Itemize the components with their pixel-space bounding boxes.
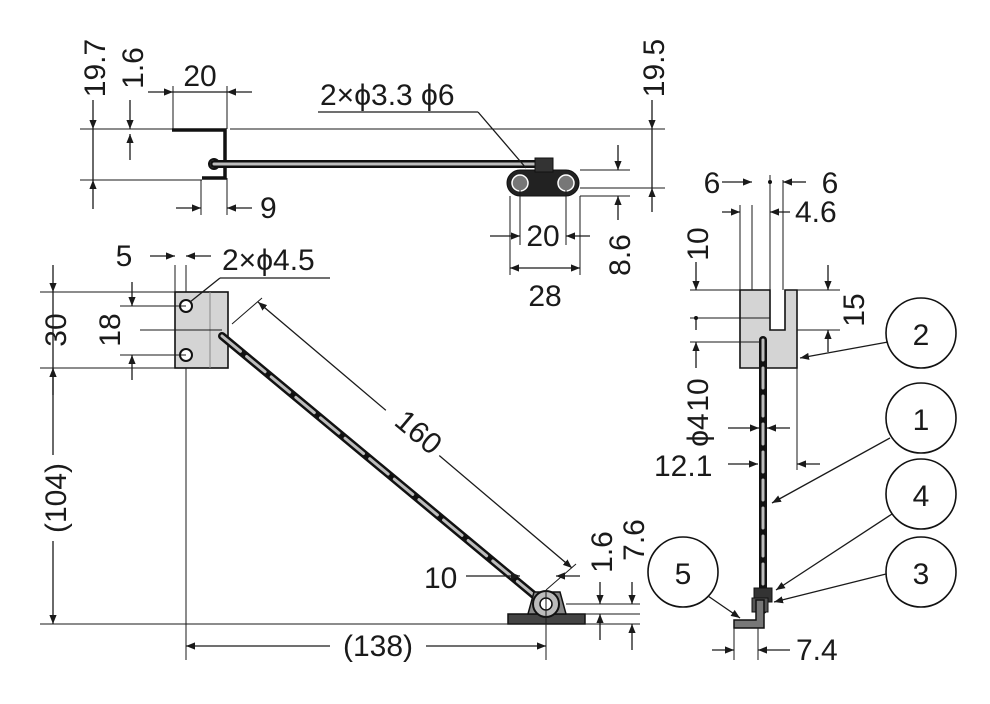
balloon-4-label: 4 <box>913 480 930 513</box>
balloon-5-label: 5 <box>675 558 692 591</box>
end-upper-bracket <box>739 289 798 369</box>
end-base-foot <box>733 599 765 629</box>
dim-6-right: 6 <box>822 167 839 200</box>
balloon-3 <box>885 536 957 608</box>
dim-28: 28 <box>528 280 561 313</box>
dim-5: 5 <box>116 240 133 273</box>
dim-19-7: 19.7 <box>79 39 112 97</box>
dim-4-6: 4.6 <box>795 196 837 229</box>
dim-20-top: 20 <box>183 60 216 93</box>
balloon-2-label: 2 <box>913 319 930 352</box>
dim-10-side: 10 <box>424 562 457 595</box>
balloon-2 <box>885 297 957 369</box>
label-holes-4-5: 2×ϕ4.5 <box>222 244 315 277</box>
side-view: 5 2×ϕ4.5 30 18 (104) (138) 160 10 <box>40 240 651 663</box>
dim-6-left: 6 <box>704 167 721 200</box>
dim-104: (104) <box>40 463 73 533</box>
dim-20-base: 20 <box>526 220 559 253</box>
balloon-3-label: 3 <box>913 558 930 591</box>
end-view: 6 6 4.6 10 15 10 ϕ4 12.1 7.4 2 <box>647 167 957 667</box>
dim-138: (138) <box>343 630 413 663</box>
balloon-1-label: 1 <box>913 404 930 437</box>
dim-1-6-side: 1.6 <box>586 531 619 573</box>
dim-phi-4: ϕ4 <box>682 413 715 447</box>
balloon-5 <box>647 536 719 608</box>
dim-19-5: 19.5 <box>638 39 671 97</box>
dim-1-6-top: 1.6 <box>117 47 150 89</box>
dim-18: 18 <box>94 313 127 346</box>
top-left-bracket <box>172 128 227 180</box>
dim-7-4: 7.4 <box>796 634 838 667</box>
dim-12-1: 12.1 <box>654 450 712 483</box>
dim-10-upper: 10 <box>682 227 715 260</box>
top-view: 19.7 1.6 20 2×ϕ3.3 ϕ6 19.5 9 20 28 <box>79 39 671 313</box>
dim-10-lower: 10 <box>682 378 715 411</box>
balloon-4 <box>885 458 957 530</box>
dim-8-6: 8.6 <box>604 234 637 276</box>
label-holes-3-3: 2×ϕ3.3 ϕ6 <box>320 79 455 112</box>
dim-15: 15 <box>838 293 871 326</box>
balloon-1 <box>885 382 957 454</box>
dim-30: 30 <box>40 313 73 346</box>
dim-9: 9 <box>260 192 277 225</box>
dim-7-6: 7.6 <box>618 519 651 561</box>
